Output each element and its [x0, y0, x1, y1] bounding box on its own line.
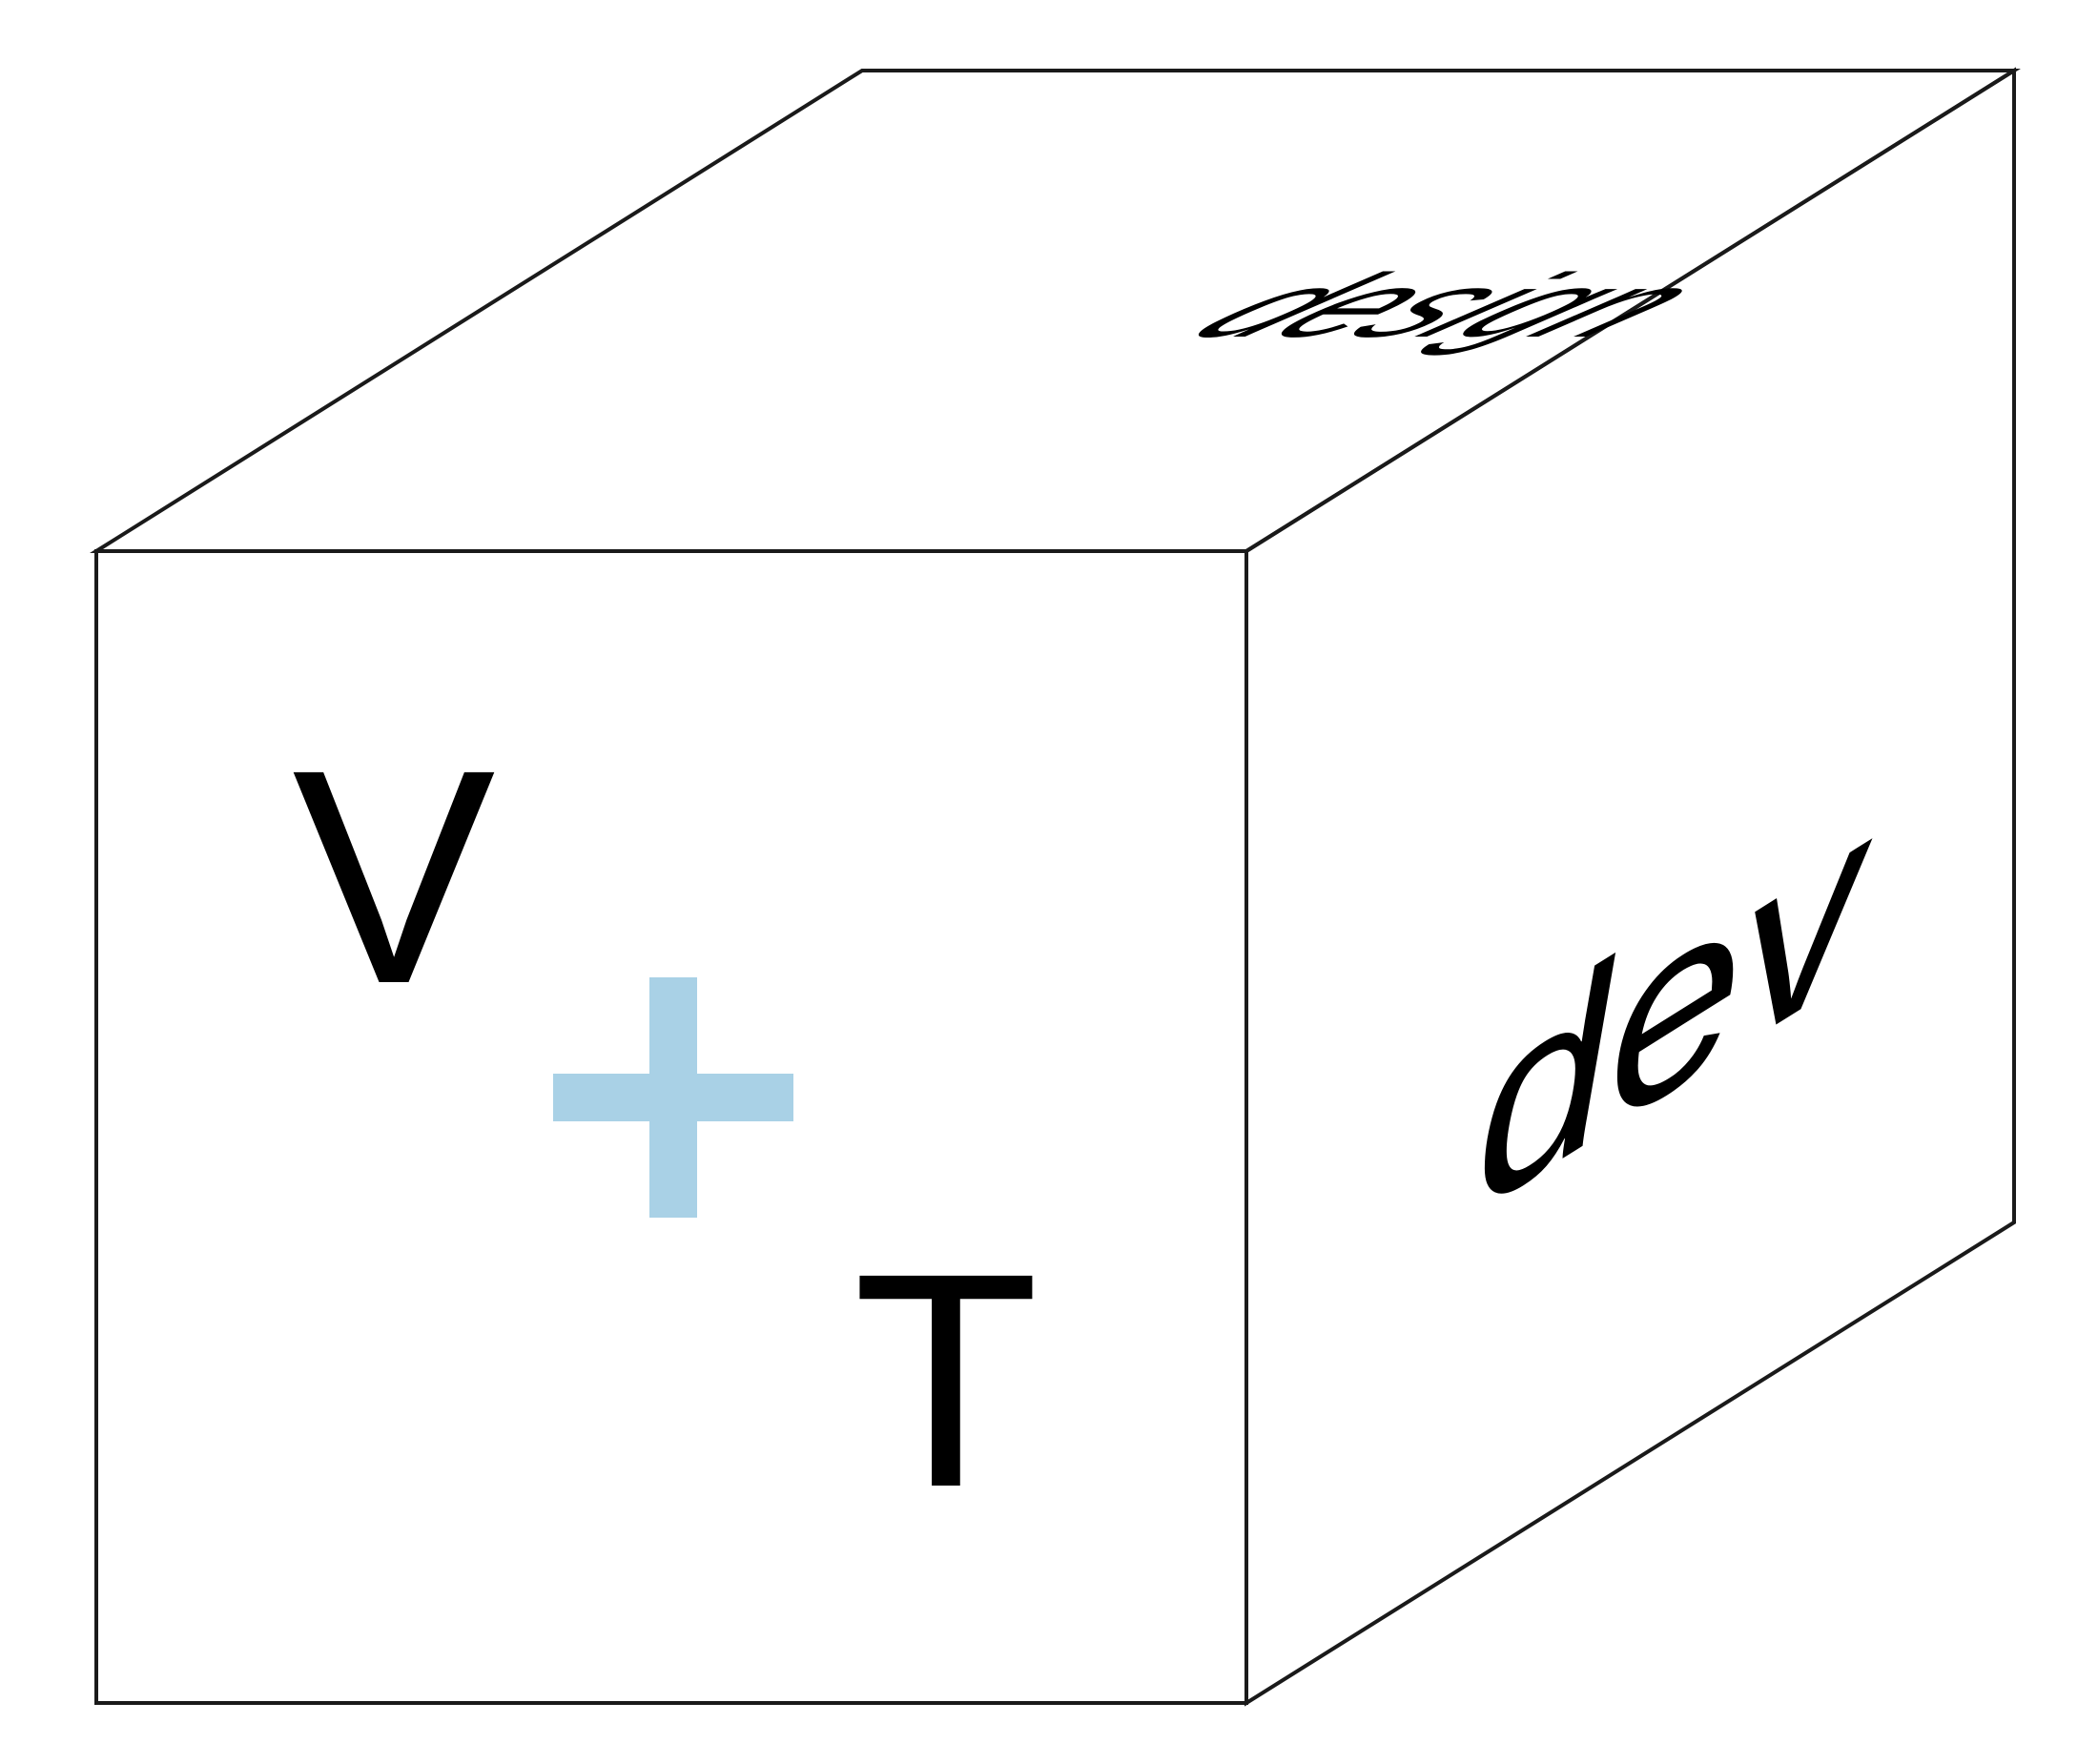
top-face-label: design	[1143, 255, 1766, 356]
plus-icon	[553, 977, 793, 1218]
front-letter-t: T	[853, 1209, 1039, 1550]
front-letter-v: V	[292, 706, 497, 1047]
cube-top-face	[90, 69, 2021, 553]
plus-vertical-bar	[649, 977, 697, 1218]
cube-right-face	[1244, 67, 2016, 1707]
right-face-label: dev	[1476, 746, 1876, 1262]
